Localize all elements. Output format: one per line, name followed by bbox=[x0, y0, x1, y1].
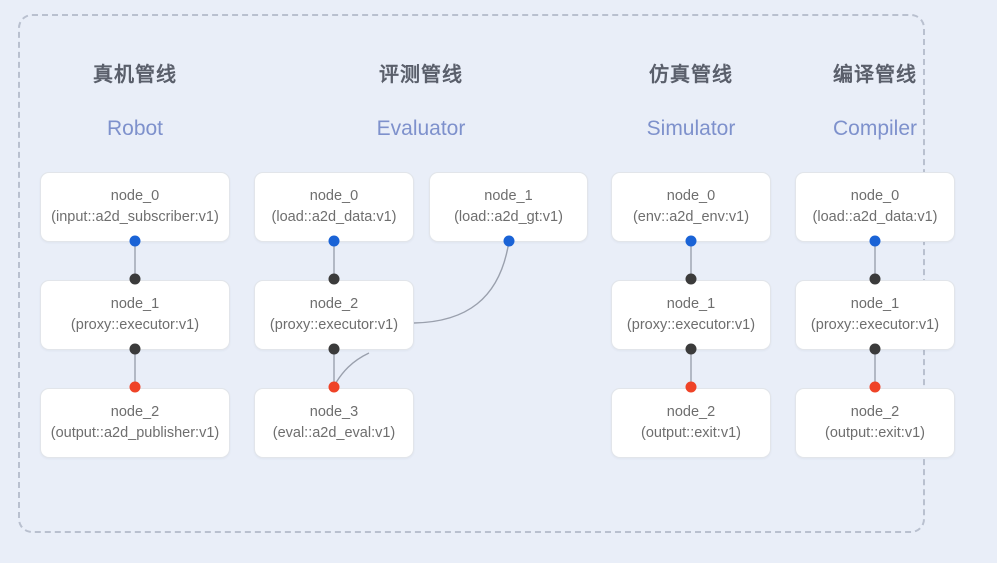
column-title-cn-compiler: 编译管线 bbox=[833, 64, 917, 86]
port-input-evaluator-3[interactable] bbox=[328, 381, 340, 393]
column-title-cn-simulator: 仿真管线 bbox=[649, 64, 733, 86]
node-compiler-0[interactable]: node_0 (load::a2d_data:v1) bbox=[795, 172, 955, 242]
port-output-compiler-1[interactable] bbox=[869, 343, 881, 355]
node-id: node_0 bbox=[309, 188, 359, 204]
port-input-simulator-2[interactable] bbox=[685, 381, 697, 393]
column-title-en-compiler: Compiler bbox=[832, 117, 918, 140]
node-compiler-1[interactable]: node_1 (proxy::executor:v1) bbox=[795, 280, 955, 350]
port-output-evaluator-1[interactable] bbox=[503, 235, 515, 247]
node-simulator-2[interactable]: node_2 (output::exit:v1) bbox=[611, 388, 771, 458]
port-output-compiler-0[interactable] bbox=[869, 235, 881, 247]
port-input-compiler-1[interactable] bbox=[869, 273, 881, 285]
port-output-simulator-0[interactable] bbox=[685, 235, 697, 247]
node-type: (output::exit:v1) bbox=[641, 425, 741, 441]
node-id: node_0 bbox=[850, 188, 900, 204]
port-output-evaluator-0[interactable] bbox=[328, 235, 340, 247]
port-input-robot-1[interactable] bbox=[129, 273, 141, 285]
node-id: node_0 bbox=[110, 188, 160, 204]
column-title-en-evaluator: Evaluator bbox=[376, 117, 466, 140]
node-type: (proxy::executor:v1) bbox=[810, 317, 940, 333]
node-type: (input::a2d_subscriber:v1) bbox=[51, 209, 219, 225]
port-output-robot-0[interactable] bbox=[129, 235, 141, 247]
node-type: (proxy::executor:v1) bbox=[70, 317, 200, 333]
column-header-compiler: 编译管线 Compiler bbox=[795, 62, 955, 142]
node-type: (env::a2d_env:v1) bbox=[632, 209, 750, 225]
pipeline-panel bbox=[18, 14, 925, 533]
column-title-en-simulator: Simulator bbox=[646, 117, 736, 140]
node-robot-1[interactable]: node_1 (proxy::executor:v1) bbox=[40, 280, 230, 350]
column-title-cn-evaluator: 评测管线 bbox=[379, 64, 463, 86]
node-id: node_2 bbox=[850, 404, 900, 420]
column-header-simulator: 仿真管线 Simulator bbox=[611, 62, 771, 142]
node-robot-2[interactable]: node_2 (output::a2d_publisher:v1) bbox=[40, 388, 230, 458]
port-output-evaluator-2[interactable] bbox=[328, 343, 340, 355]
node-id: node_2 bbox=[309, 296, 359, 312]
node-id: node_1 bbox=[666, 296, 716, 312]
node-simulator-1[interactable]: node_1 (proxy::executor:v1) bbox=[611, 280, 771, 350]
node-type: (load::a2d_data:v1) bbox=[271, 209, 397, 225]
node-evaluator-2[interactable]: node_2 (proxy::executor:v1) bbox=[254, 280, 414, 350]
node-type: (output::exit:v1) bbox=[825, 425, 925, 441]
node-robot-0[interactable]: node_0 (input::a2d_subscriber:v1) bbox=[40, 172, 230, 242]
node-evaluator-3[interactable]: node_3 (eval::a2d_eval:v1) bbox=[254, 388, 414, 458]
port-input-simulator-1[interactable] bbox=[685, 273, 697, 285]
column-header-evaluator: 评测管线 Evaluator bbox=[341, 62, 501, 142]
node-id: node_1 bbox=[850, 296, 900, 312]
node-type: (output::a2d_publisher:v1) bbox=[50, 425, 220, 441]
node-id: node_0 bbox=[666, 188, 716, 204]
port-input-compiler-2[interactable] bbox=[869, 381, 881, 393]
port-output-simulator-1[interactable] bbox=[685, 343, 697, 355]
node-type: (proxy::executor:v1) bbox=[626, 317, 756, 333]
node-type: (load::a2d_data:v1) bbox=[812, 209, 938, 225]
node-id: node_2 bbox=[110, 404, 160, 420]
node-evaluator-0[interactable]: node_0 (load::a2d_data:v1) bbox=[254, 172, 414, 242]
port-output-robot-1[interactable] bbox=[129, 343, 141, 355]
node-evaluator-1[interactable]: node_1 (load::a2d_gt:v1) bbox=[429, 172, 588, 242]
node-id: node_3 bbox=[309, 404, 359, 420]
node-id: node_1 bbox=[110, 296, 160, 312]
node-id: node_2 bbox=[666, 404, 716, 420]
column-title-cn-robot: 真机管线 bbox=[93, 64, 177, 86]
column-header-robot: 真机管线 Robot bbox=[55, 62, 215, 142]
node-compiler-2[interactable]: node_2 (output::exit:v1) bbox=[795, 388, 955, 458]
port-input-robot-2[interactable] bbox=[129, 381, 141, 393]
node-id: node_1 bbox=[484, 188, 533, 204]
node-simulator-0[interactable]: node_0 (env::a2d_env:v1) bbox=[611, 172, 771, 242]
node-type: (load::a2d_gt:v1) bbox=[454, 209, 563, 225]
column-title-en-robot: Robot bbox=[106, 117, 164, 140]
port-input-evaluator-2[interactable] bbox=[328, 273, 340, 285]
node-type: (proxy::executor:v1) bbox=[269, 317, 399, 333]
node-type: (eval::a2d_eval:v1) bbox=[272, 425, 396, 441]
